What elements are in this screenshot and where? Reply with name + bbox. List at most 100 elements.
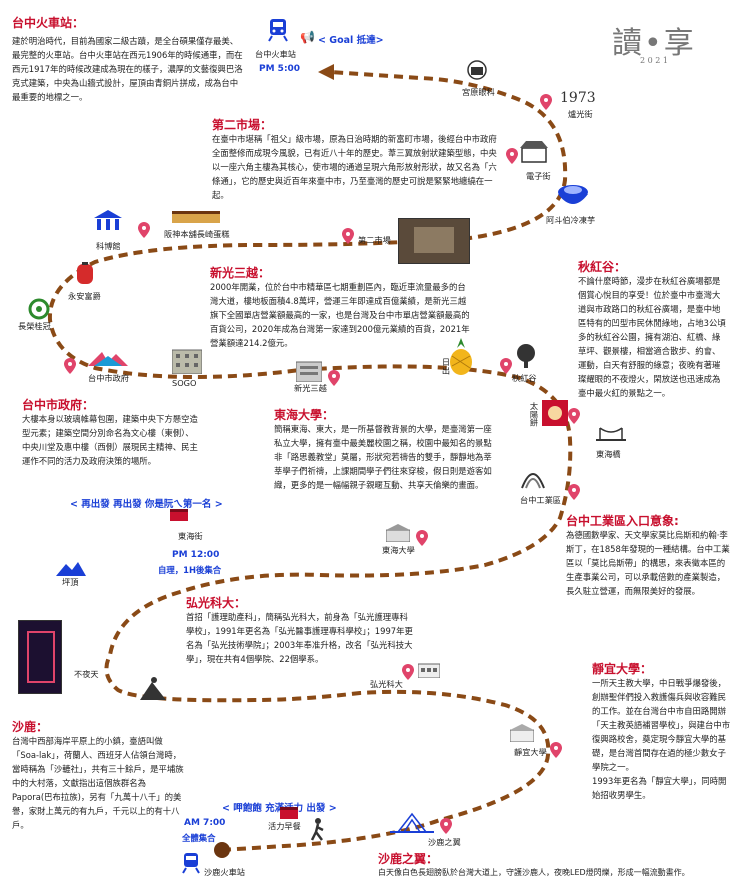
shalu-wing-label: 沙鹿之翼 (428, 837, 461, 847)
map-pin-icon (342, 228, 354, 248)
dianzi-label: 電子街 (526, 171, 551, 181)
qiuhong-label: 秋紅谷 (512, 373, 537, 383)
donghai-title: 東海大學： (274, 408, 335, 422)
richu-label: 日出 (441, 358, 451, 375)
hongguang-text: 首招「護理助產科」，簡稱弘光科大，前身為「弘光護理專科學校」，1991年更名為「… (186, 612, 413, 664)
market-title: 第二市場： (212, 118, 273, 132)
end-time: PM 5:00 (259, 64, 301, 74)
university-building-icon (385, 524, 411, 546)
start-time: AM 7:00 (184, 818, 226, 828)
shalu-text: 台灣中西部海岸平原上的小鎮，臺語叫做「Soa-lak」，荷蘭人、西班牙人佔領台灣… (12, 736, 184, 830)
market-text: 在臺中市堪稱「祖父」級市場，原為日治時期的新富町市場，後經台中市政府全面整修而成… (212, 134, 497, 200)
map-pin-icon (138, 222, 150, 242)
map-pin-icon (540, 94, 552, 114)
mid-note: 自理，1H後集合 (158, 565, 222, 575)
mid-time: PM 12:00 (172, 550, 220, 560)
shifu-label: 台中市政府 (88, 373, 129, 383)
goal-banner: < Goal 抵達> (318, 35, 384, 46)
pineapple-icon (448, 338, 474, 380)
map-pin-icon (402, 664, 414, 684)
map-pin-icon (568, 408, 580, 428)
end-station-label: 台中火車站 (255, 49, 296, 59)
xinguang-text: 2000年開業，位於台中市精華區七期重劃區內，臨近車流量最多的台灣大道，樓地板面… (210, 282, 470, 348)
shifu-title: 台中市政府： (22, 398, 95, 412)
start-note: 全體集合 (182, 833, 216, 843)
jingyi-title: 靜宜大學： (592, 662, 653, 676)
sun-cake-icon (542, 400, 568, 430)
shalu-wing-text: 白天像白色長翅膀臥於台灣大道上，守護沙鹿人，夜晚LED燈閃爍，形成一幅流動畫作。 (378, 868, 690, 877)
hongguang-building-icon (417, 660, 441, 682)
qiuhong-title: 秋紅谷： (578, 260, 627, 274)
map-pin-icon (550, 742, 562, 762)
donghai-street-label: 東海街 (178, 531, 203, 541)
hanshen-label: 阪神本舖長崎蛋糕 (164, 229, 230, 239)
hongguang-label: 弘光科大 (370, 679, 403, 689)
map-pin-icon (500, 358, 512, 378)
market-photo (398, 218, 470, 264)
pingding-label: 坪頂 (62, 577, 79, 587)
city-hall-icon (88, 350, 128, 372)
hiker-icon (308, 818, 328, 846)
kebo-label: 科博館 (96, 241, 121, 251)
sogo-label: SOGO (172, 378, 197, 388)
map-pin-icon (506, 148, 518, 168)
rulu-label: 爐光街 (568, 109, 593, 119)
shalu-title: 沙鹿： (12, 720, 49, 734)
shifu-text: 大樓本身以玻璃帷幕包圍，建築中央下方懸空造型元素；建築空間分別命名為文心樓（東側… (22, 414, 198, 466)
lantern-icon (74, 262, 96, 290)
jingyi-label: 靜宜大學 (514, 747, 547, 757)
museum-icon (94, 210, 122, 236)
breakfast-icon (280, 806, 298, 825)
map-pin-icon (568, 484, 580, 504)
breakfast-label: 活力早餐 (268, 821, 301, 831)
train-icon (182, 852, 200, 878)
start-station-label: 沙鹿火車站 (204, 867, 245, 877)
changrong-label: 長榮桂冠 (18, 321, 51, 331)
industry-gate-icon (520, 466, 546, 494)
taiyang-label: 太陽餅 (529, 402, 539, 427)
gongye-label: 台中工業區 (520, 495, 561, 505)
tree-icon (514, 344, 538, 372)
taichung-station-title: 台中火車站： (12, 16, 85, 30)
donghai-bridge-label: 東海橋 (596, 449, 621, 459)
jingyi-text: 一所天主教大學，中日戰爭爆發後，創辦聖伴們投入救護傷兵與收容難民的工作。並在台灣… (592, 678, 731, 800)
xinguang-label: 新光三越 (294, 383, 327, 393)
wreath-icon (28, 298, 50, 324)
wing-bridge-icon (390, 812, 434, 838)
xinguang-title: 新光三越： (210, 266, 271, 280)
y1973-logo: 1973 (560, 90, 596, 106)
megaphone-icon: 📢 (300, 30, 315, 44)
qiuhong-text: 不論什麼時節，漫步在秋紅谷廣場都是個賞心悅目的享受！位於臺中市臺灣大道與市政路口… (578, 276, 726, 398)
gongye-text: 為德國數學家、天文學家莫比烏斯和約翰·李斯丁，在1858年發現的一種結構。台中工… (566, 530, 730, 596)
taichung-station-text: 建於明治時代，目前為國家二級古蹟，是全台碩果僅存最美、最完整的火車站。台中火車站… (12, 36, 243, 102)
train-icon (268, 18, 288, 46)
asuopo-label: 阿斗伯冷凍芋 (546, 215, 596, 225)
map-pin-icon (416, 530, 428, 550)
yongan-label: 永安富爵 (68, 291, 101, 301)
climber-icon (140, 676, 166, 704)
jingyi-building-icon (509, 724, 535, 746)
gongye-title: 台中工業區入口意象: (566, 514, 679, 528)
brand-title: 讀•享 (612, 26, 696, 61)
mid-banner: < 再出發 再出發 你是阮ㄟ第一名 > (70, 499, 223, 510)
cake-icon (172, 210, 220, 229)
donghai-text: 簡稱東海、東大，是一所基督教背景的大學，是臺灣第一座私立大學，擁有臺中最美麗校園… (274, 424, 492, 490)
sogo-building-icon (171, 346, 203, 378)
mountain-icon (56, 560, 86, 580)
night-market-photo (18, 620, 62, 694)
map-pin-icon (64, 358, 76, 378)
donghai-uni-label: 東海大學 (382, 545, 415, 555)
shop-icon (520, 140, 548, 168)
start-banner: < 呷飽飽 充滿活力 出發 > (222, 803, 337, 814)
hongguang-title: 弘光科大： (186, 596, 247, 610)
glasses-icon (466, 60, 488, 84)
lunch-icon (170, 508, 188, 527)
map-pin-icon (440, 818, 452, 838)
bridge-icon (596, 424, 626, 448)
dier-label: 第二市場 (358, 235, 391, 245)
buyetian-label: 不夜天 (74, 669, 99, 679)
brand-year: 2 0 2 1 (640, 56, 668, 65)
ice-bowl-icon (556, 182, 590, 214)
map-pin-icon (328, 370, 340, 390)
